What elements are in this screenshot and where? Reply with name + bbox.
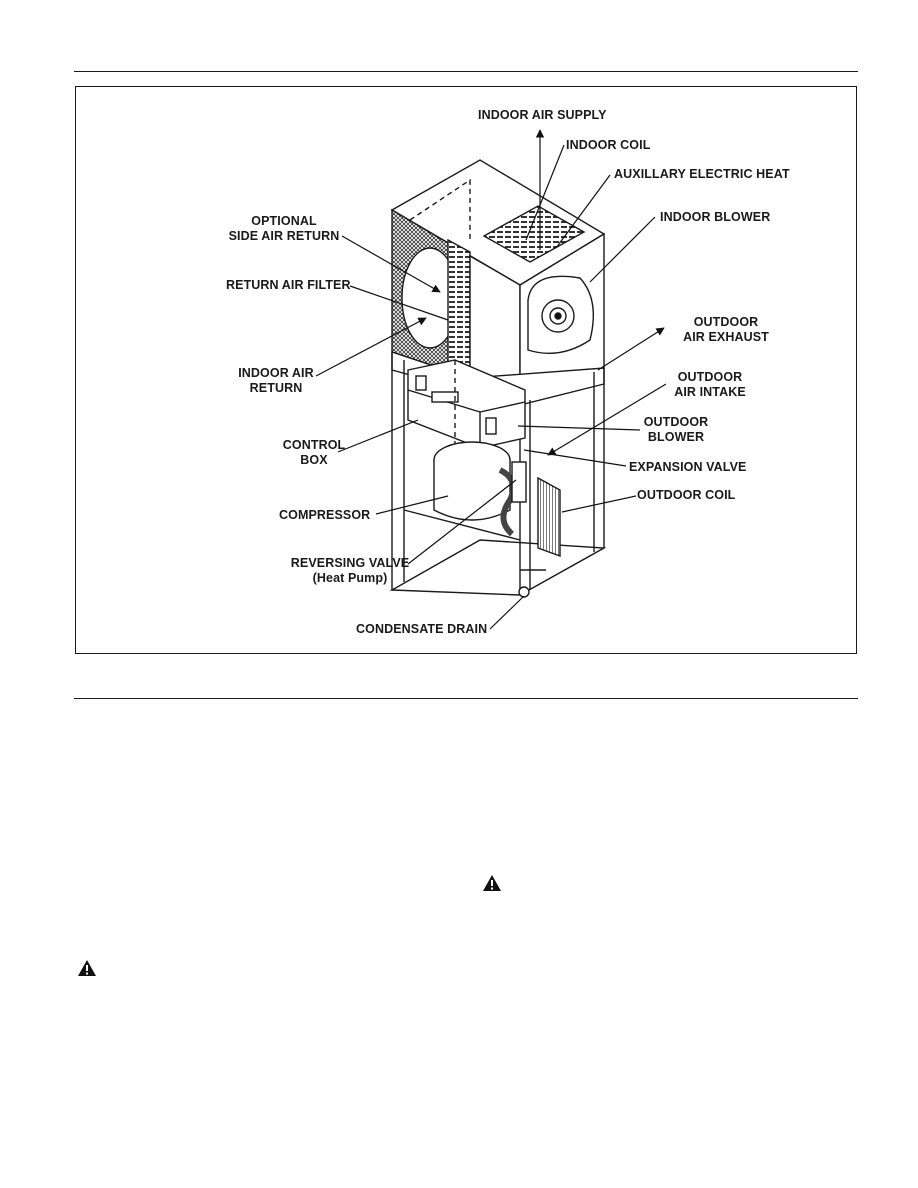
top-rule [74, 71, 858, 72]
label-control-box-line1: CONTROL [282, 438, 346, 452]
label-expansion-valve: EXPANSION VALVE [629, 460, 747, 474]
label-side-air-return-line2: SIDE AIR RETURN [228, 229, 340, 243]
label-outdoor-blower: OUTDOOR BLOWER [626, 415, 726, 445]
label-return-air-filter: RETURN AIR FILTER [226, 278, 351, 292]
label-condensate-drain: CONDENSATE DRAIN [356, 622, 488, 636]
warning-triangle-icon [483, 875, 501, 891]
label-outdoor-air-intake-line1: OUTDOOR [677, 370, 743, 384]
section-rule [74, 698, 858, 699]
label-optional-line1: OPTIONAL [251, 214, 317, 228]
label-outdoor-blower-line1: OUTDOOR [643, 415, 709, 429]
label-indoor-air-return-line1: INDOOR AIR [238, 366, 314, 380]
label-outdoor-air-exhaust-line2: AIR EXHAUST [683, 330, 769, 344]
label-reversing-valve: REVERSING VALVE (Heat Pump) [280, 556, 420, 586]
label-auxiliary-electric-heat: AUXILLARY ELECTRIC HEAT [614, 167, 790, 181]
label-outdoor-air-exhaust: OUTDOOR AIR EXHAUST [676, 315, 776, 345]
leader-lines [315, 129, 667, 630]
label-indoor-air-return-line2: RETURN [249, 381, 303, 395]
label-outdoor-air-exhaust-line1: OUTDOOR [693, 315, 759, 329]
cabinet-drawing [389, 159, 607, 598]
warning-triangle-icon [78, 960, 96, 976]
label-indoor-blower: INDOOR BLOWER [660, 210, 771, 224]
label-reversing-valve-line2: (Heat Pump) [312, 571, 388, 585]
label-reversing-valve-line1: REVERSING VALVE [290, 556, 410, 570]
label-outdoor-blower-line2: BLOWER [647, 430, 705, 444]
label-optional-side-air-return: OPTIONAL SIDE AIR RETURN [214, 214, 354, 244]
label-outdoor-air-intake-line2: AIR INTAKE [674, 385, 746, 399]
label-indoor-air-supply: INDOOR AIR SUPPLY [478, 108, 607, 122]
label-indoor-air-return: INDOOR AIR RETURN [226, 366, 326, 396]
figure-frame [75, 86, 857, 654]
label-control-box-line2: BOX [300, 453, 328, 467]
label-control-box: CONTROL BOX [264, 438, 364, 468]
label-compressor: COMPRESSOR [279, 508, 371, 522]
label-indoor-coil: INDOOR COIL [566, 138, 651, 152]
label-outdoor-air-intake: OUTDOOR AIR INTAKE [660, 370, 760, 400]
label-outdoor-coil: OUTDOOR COIL [637, 488, 736, 502]
